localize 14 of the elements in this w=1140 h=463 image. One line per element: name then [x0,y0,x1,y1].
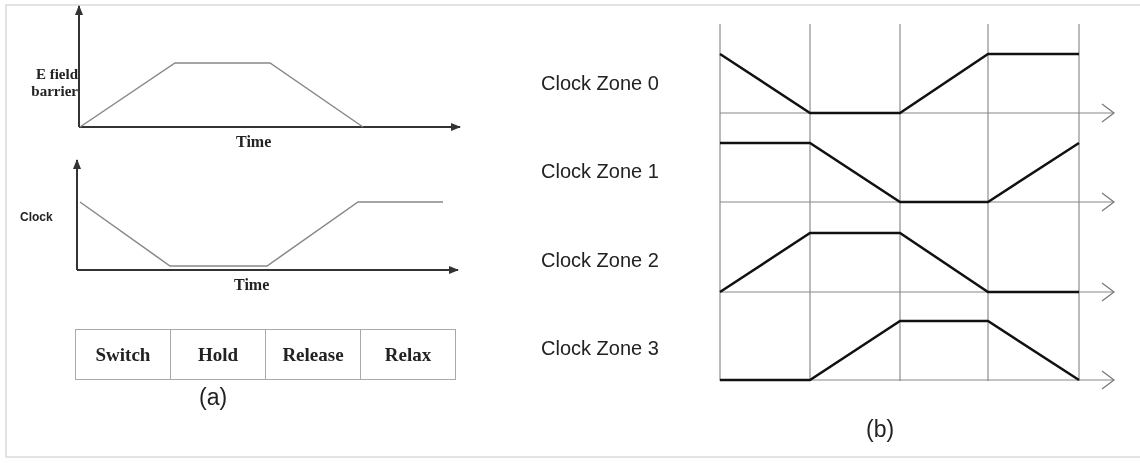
panel-label: (b) [866,416,895,443]
axis-label: E field barrier [30,66,78,99]
zone-label: Clock Zone 2 [541,249,659,272]
zone-label: Clock Zone 3 [541,337,659,360]
phase-label-cell: Switch [75,329,171,380]
axis-label: Time [236,133,272,151]
axis-label: Time [234,276,270,294]
panel-label: (a) [199,384,228,411]
phase-label-cell: Hold [170,329,266,380]
zone-label: Clock Zone 1 [541,160,659,183]
zone-label: Clock Zone 0 [541,72,659,95]
axis-label: Clock [20,210,53,224]
phase-label-cell: Relax [360,329,456,380]
phase-label-cell: Release [265,329,361,380]
